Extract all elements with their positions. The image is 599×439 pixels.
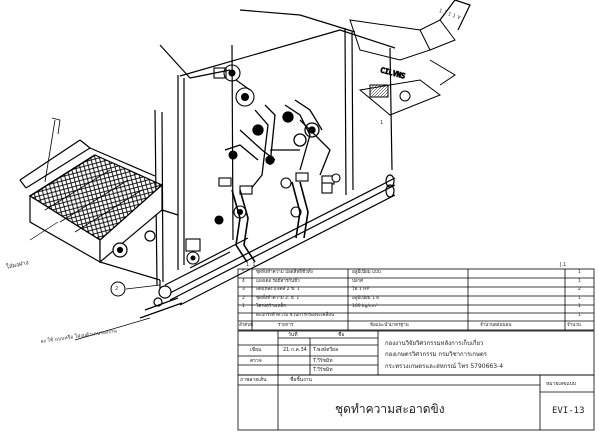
bom-header-qty: จำนวน [567, 323, 581, 328]
tray-support [99, 209, 183, 319]
bom-row-name: ชุดทั้งทำความ ปอดสิทธิ์ชั่วทั้ง [256, 270, 313, 275]
lower-bearings [185, 173, 341, 265]
bom-row-name: เเผงเตอ รอมีสารกันขั้ว [256, 278, 300, 284]
bom-row-spec: 100 kg/cm² [352, 304, 378, 310]
bom-row-name: ตะแกรงทำความ ชวนการกรองจะเคลื่อน [256, 313, 335, 318]
bom-row-no: 3 [242, 287, 245, 293]
frame-structure [154, 9, 396, 286]
hanger-rods [231, 181, 309, 263]
bom-row-spec: อลูมิเนียม 1 ผ [352, 295, 380, 301]
tb-col-name: ชื่อ [338, 332, 345, 338]
callout-2-circle [110, 281, 126, 297]
bom-row-spec: ไฟ 1 HP [352, 287, 370, 293]
tb-name-1: T.พงษ์ทวีผล [313, 347, 339, 353]
bom-header-no: ลำดับที่ [239, 323, 254, 328]
tb-role-1: เขียน [250, 347, 262, 353]
drawing-code-label: หมายเลขแบบ [546, 381, 577, 387]
org-line-1: กองงานวิจัยวิศวกรรมหลังการเก็บเกี่ยว [385, 340, 484, 347]
bom-row-qty: 1 [578, 270, 581, 275]
title-block [237, 330, 595, 431]
bom-header-spec: ข้อแนะนำมาตรฐาน [370, 323, 409, 328]
tb-col-date: วันที่ [288, 332, 298, 338]
tb-name-3: T.วีรัชมิท [313, 367, 333, 373]
approve-value: ชื่อชิ้นงาน [290, 377, 312, 383]
svg-text:CILVNS: CILVNS [379, 66, 406, 80]
org-line-2: กองเกษตรวิศวกรรม กรมวิชาการเกษตร [385, 351, 488, 358]
bom-row-qty: 1 [578, 313, 581, 318]
main-shafts [164, 174, 396, 306]
bom-table [237, 268, 595, 331]
cam-arms [224, 99, 331, 191]
scale-note: J.1 [560, 262, 567, 268]
bom-row-spec: อลูมิเนียม แบบ [352, 270, 381, 275]
bom-row-name: โครงสร้างเหล็ก [256, 304, 286, 310]
bom-row-qty: 2 [578, 287, 581, 293]
leader-lines [29, 221, 161, 341]
bom-row-qty: 1 [578, 304, 581, 310]
bom-header-name: รายการ [278, 323, 294, 328]
bom-row-no: 1 [242, 304, 245, 310]
sieve-tray [19, 117, 164, 264]
bom-row-qty: 1 [578, 295, 581, 301]
bom-row-name: ลดแหลง แจคส์ 2 ช. 1 [256, 287, 300, 293]
drawing-title: ชุดทำความสะอาดขิง [335, 402, 445, 416]
tb-name-2: T.วีรัชมิท [313, 358, 333, 364]
bom-row-name: ชุดทั้งทำความ 2. ฮ. 1 [256, 295, 300, 301]
approve-label: ภาพลายเส้น [240, 377, 267, 383]
drawing-code: EVI-13 [552, 406, 585, 416]
bom-row-qty: 1 [578, 278, 581, 284]
dim-label-1: 1. 1 [246, 262, 256, 268]
bom-header-material: จำนวนตอนนอน [480, 323, 512, 328]
dim-label-2: 1 [380, 120, 384, 126]
bom-row-spec: ปลาศ [352, 278, 363, 284]
bom-row-no: 4 [242, 278, 245, 284]
callout-number: 2 [115, 286, 119, 292]
tb-date-1: 21 ก.ค.34 [283, 347, 307, 353]
pulley-motor [213, 64, 255, 107]
tb-role-2: ตรวจ [250, 358, 262, 364]
bom-row-no: 2 [242, 295, 245, 301]
org-line-3: กระทรวงเกษตรและสหกรณ์ โทร 5790663-4 [385, 363, 504, 370]
bom-row-no: 5 [242, 270, 245, 275]
